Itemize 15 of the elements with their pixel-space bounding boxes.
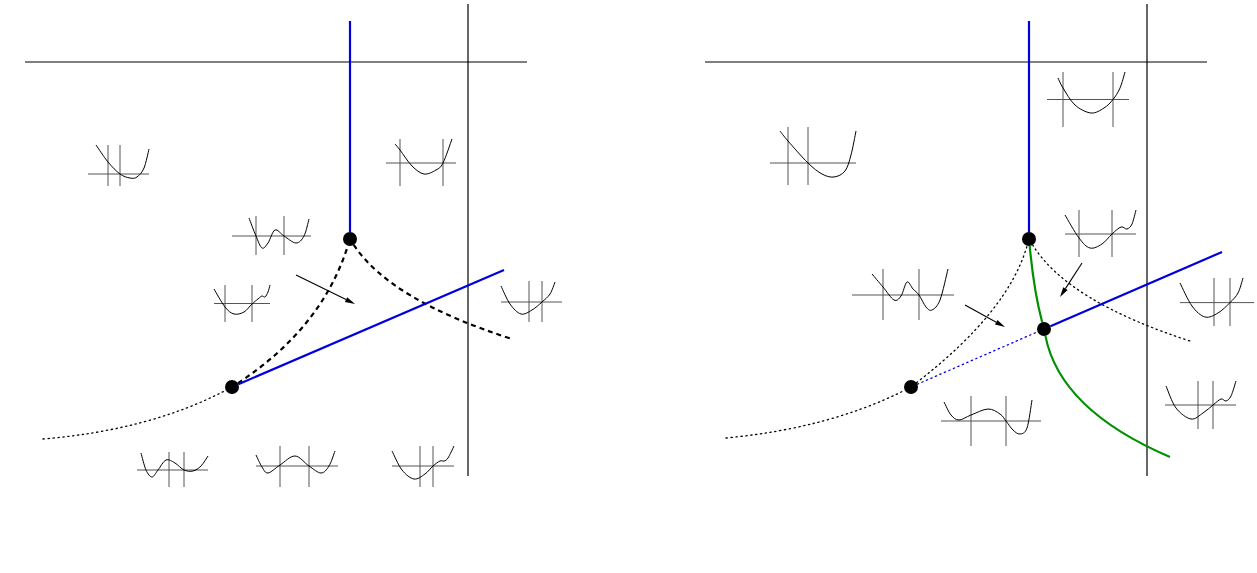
curve-line xyxy=(352,244,513,341)
straight-line xyxy=(916,331,1039,385)
dot-marker xyxy=(1022,232,1036,246)
dot-marker xyxy=(343,232,357,246)
curve-line xyxy=(915,245,1028,384)
straight-line xyxy=(348,21,352,232)
straight-line xyxy=(1049,251,1223,328)
curve-line xyxy=(1044,335,1171,458)
dot-marker xyxy=(1037,322,1051,336)
dot-marker xyxy=(225,380,239,394)
curve-line xyxy=(42,389,227,440)
straight-line xyxy=(1027,21,1031,232)
dot-marker xyxy=(904,380,918,394)
curve-line xyxy=(1028,245,1044,323)
straight-line xyxy=(237,269,505,386)
